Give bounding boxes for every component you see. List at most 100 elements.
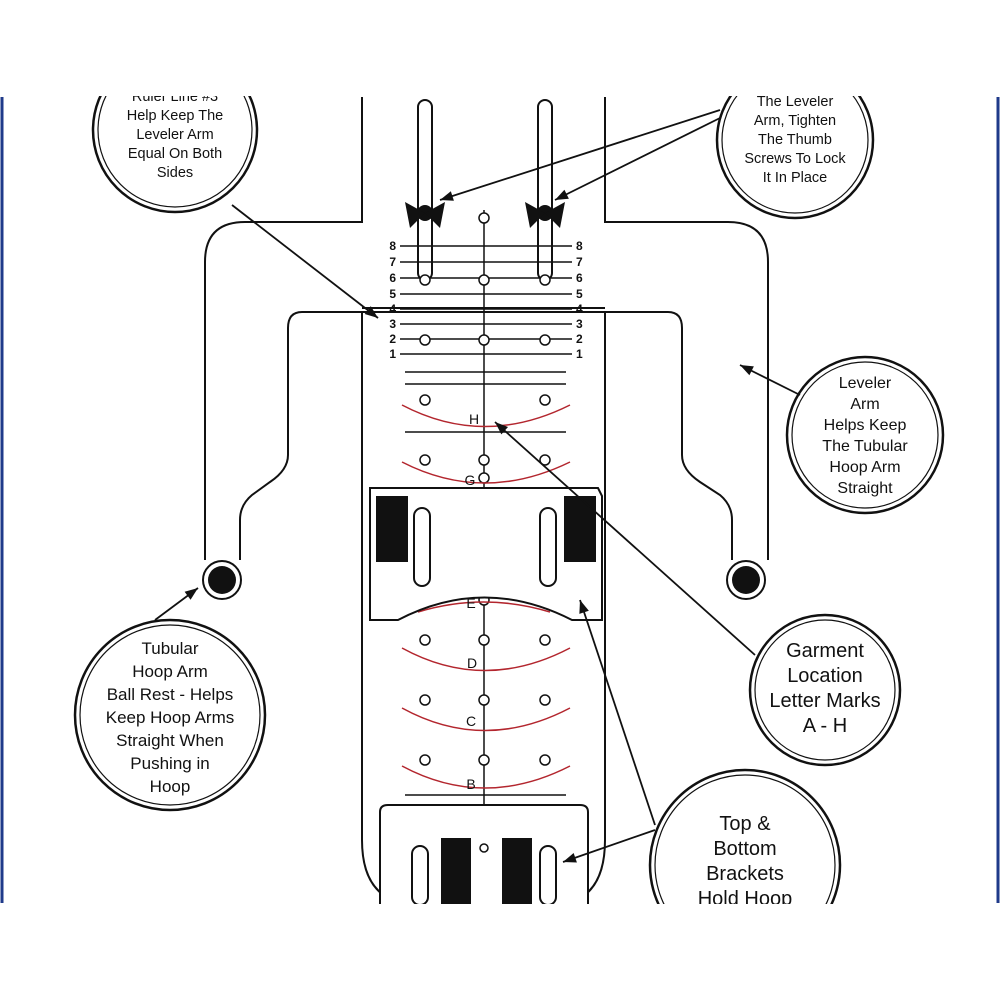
letter-mark-d: D xyxy=(467,655,477,671)
center-column-outline xyxy=(361,312,606,903)
letter-mark-g: G xyxy=(465,472,476,488)
garment-letters-arrow xyxy=(494,421,756,656)
callout-line: Garment xyxy=(786,640,864,662)
left-leveler-arm-outline xyxy=(239,311,362,560)
callout-line: Tubular xyxy=(141,639,198,658)
alignment-hole xyxy=(419,274,431,286)
callout-line: Top & xyxy=(719,813,771,835)
letter-mark-b: B xyxy=(466,776,475,792)
callout-line: Hoop Arm xyxy=(829,459,900,476)
bottom-bracket-right-slot xyxy=(539,845,557,906)
ruler-number-left: 8 xyxy=(389,239,396,253)
alignment-hole xyxy=(478,754,490,766)
alignment-hole xyxy=(539,394,551,406)
left-screw-slot xyxy=(417,99,433,281)
callout-inner-ring xyxy=(79,624,261,806)
alignment-hole xyxy=(419,394,431,406)
callout-circle xyxy=(785,355,945,515)
ruler-number-left: 6 xyxy=(389,271,396,285)
alignment-hole xyxy=(478,334,490,346)
callout-line: Help Keep The xyxy=(127,108,223,124)
top-bracket-right-pad xyxy=(564,496,596,562)
right-leveler-arm-outline xyxy=(605,311,733,560)
ruler-number-right: 8 xyxy=(576,239,583,253)
left-thumb-screw-icon xyxy=(405,202,445,228)
callout-line: A - H xyxy=(803,715,847,737)
alignment-hole xyxy=(419,694,431,706)
ruler-number-right: 5 xyxy=(576,287,583,301)
ruler-number-right: 7 xyxy=(576,255,583,269)
ruler-number-left: 1 xyxy=(389,347,396,361)
top-bracket-left-slot xyxy=(413,507,431,587)
callout-line: Arm xyxy=(850,396,879,413)
alignment-hole xyxy=(539,634,551,646)
callout-line: Hoop xyxy=(150,777,191,796)
ruler-number-left: 3 xyxy=(389,317,396,331)
callout-inner-ring xyxy=(754,619,896,761)
callout-line: The Thumb xyxy=(758,132,832,148)
garment-curve xyxy=(417,601,551,613)
callout-line: Straight When xyxy=(116,731,224,750)
bottom-bracket-left-pad xyxy=(441,838,471,905)
alignment-hole xyxy=(478,454,490,466)
ruler-number-right: 4 xyxy=(576,302,583,316)
callout-line: Brackets xyxy=(706,863,784,885)
alignment-hole xyxy=(478,212,490,224)
top-bracket-arrow xyxy=(579,599,656,826)
callout-line: The Tubular xyxy=(822,438,908,455)
ruler-number-left: 4 xyxy=(389,302,396,316)
top-bracket-right-slot xyxy=(539,507,557,587)
ruler-number-left: 2 xyxy=(389,332,396,346)
callout-line: The Leveler xyxy=(757,94,834,110)
letter-mark-e: E xyxy=(466,595,475,611)
garment-curve xyxy=(401,647,571,672)
bottom-bracket-left-slot xyxy=(411,845,429,906)
callout-line: Keep Hoop Arms xyxy=(106,708,235,727)
right-ball-rest xyxy=(726,560,766,600)
right-thumb-screw-icon xyxy=(525,202,565,228)
callout-line: It In Place xyxy=(763,170,827,186)
garment-curve xyxy=(401,765,571,789)
alignment-hole xyxy=(478,472,490,484)
alignment-hole xyxy=(539,694,551,706)
garment-curve xyxy=(401,404,571,428)
alignment-hole xyxy=(419,334,431,346)
callout-line: Equal On Both xyxy=(128,146,222,162)
callout-line: Pushing in xyxy=(130,754,209,773)
ruler-number-left: 7 xyxy=(389,255,396,269)
ruler-number-left: 5 xyxy=(389,287,396,301)
tighten-arrow-left xyxy=(439,109,721,201)
letter-mark-h: H xyxy=(469,411,479,427)
left-ball-rest xyxy=(202,560,242,600)
leveler-arm-arrow xyxy=(739,364,801,396)
ruler-number-right: 2 xyxy=(576,332,583,346)
callout-line: Hoop Arm xyxy=(132,662,208,681)
top-bracket-left-pad xyxy=(376,496,408,562)
alignment-hole xyxy=(419,754,431,766)
alignment-hole xyxy=(478,694,490,706)
callout-inner-ring xyxy=(791,361,939,509)
callout-line: Leveler xyxy=(839,375,892,392)
ruler-line-arrow xyxy=(231,204,379,319)
callout-line: Screws To Lock xyxy=(744,151,846,167)
alignment-hole xyxy=(419,634,431,646)
body-top-outline xyxy=(204,97,769,560)
alignment-hole xyxy=(539,334,551,346)
callout-line: Arm, Tighten xyxy=(754,113,836,129)
alignment-hole xyxy=(419,454,431,466)
ruler-number-right: 1 xyxy=(576,347,583,361)
garment-curve xyxy=(401,707,571,732)
ruler-number-right: 3 xyxy=(576,317,583,331)
bottom-bracket-arrow xyxy=(562,829,656,863)
callout-line: Ball Rest - Helps xyxy=(107,685,234,704)
callout-line: Straight xyxy=(837,480,893,497)
top-margin xyxy=(0,0,1000,96)
letter-mark-c: C xyxy=(466,713,476,729)
callout-line: Letter Marks xyxy=(769,690,880,712)
